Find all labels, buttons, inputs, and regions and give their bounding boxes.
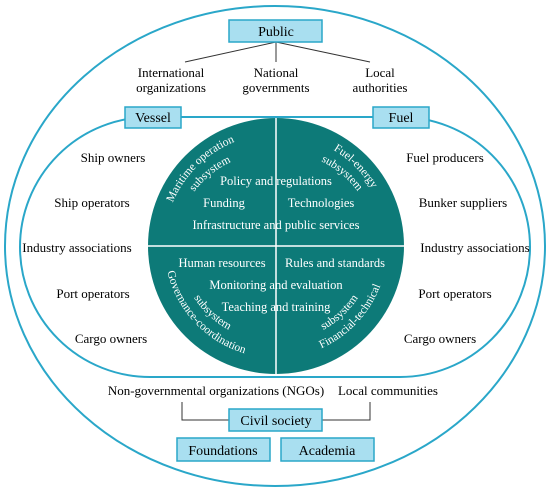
center-funding: Funding [203, 196, 245, 210]
civil-society-box[interactable] [228, 408, 323, 432]
vessel-item-industry-associations: Industry associations [22, 240, 131, 255]
vessel-group: Vessel Ship owners Ship operators Indust… [22, 106, 182, 346]
center-human-resources: Human resources [178, 256, 265, 270]
center-technologies: Technologies [288, 196, 355, 210]
fuel-item-bunker-suppliers: Bunker suppliers [419, 195, 507, 210]
vessel-item-ship-owners: Ship owners [81, 150, 146, 165]
public-connectors [184, 41, 371, 63]
fuel-title: Fuel [389, 111, 414, 126]
public-item-national-1: National [254, 65, 299, 80]
civil-item-local-communities: Local communities [338, 383, 438, 398]
public-item-local-2: authorities [353, 80, 408, 95]
center-monitoring-evaluation: Monitoring and evaluation [209, 278, 343, 292]
center-policy-regulations: Policy and regulations [220, 174, 332, 188]
fuel-item-industry-associations: Industry associations [420, 240, 529, 255]
public-item-international-1: International [138, 65, 205, 80]
vessel-item-port-operators: Port operators [56, 286, 129, 301]
civil-group: Non-governmental organizations (NGOs) Lo… [108, 383, 438, 462]
vessel-title: Vessel [135, 111, 171, 126]
fuel-item-port-operators: Port operators [418, 286, 491, 301]
public-item-national-2: governments [242, 80, 309, 95]
vessel-fuel-region [19, 116, 531, 378]
public-box[interactable] [228, 19, 323, 43]
center-circle-group: Maritime operation subsystem Fuel-energy… [148, 118, 404, 374]
fuel-group: Fuel Fuel producers Bunker suppliers Ind… [372, 106, 530, 346]
vessel-box[interactable] [124, 106, 182, 129]
academia-label: Academia [299, 444, 357, 459]
vessel-item-ship-operators: Ship operators [54, 195, 129, 210]
academia-box[interactable] [280, 437, 375, 462]
civil-society-title: Civil society [240, 414, 311, 429]
public-title: Public [258, 25, 294, 40]
civil-item-ngos: Non-governmental organizations (NGOs) [108, 383, 324, 398]
center-rules-standards: Rules and standards [285, 256, 385, 270]
center-teaching-training: Teaching and training [222, 300, 332, 314]
outer-ellipse [4, 5, 546, 487]
fuel-item-fuel-producers: Fuel producers [406, 150, 484, 165]
fuel-box[interactable] [372, 106, 430, 129]
civil-connectors [181, 402, 371, 421]
public-item-local-1: Local [365, 65, 395, 80]
foundations-label: Foundations [188, 444, 257, 459]
center-infrastructure: Infrastructure and public services [193, 218, 360, 232]
public-group: Public International organizations Natio… [136, 19, 408, 95]
fuel-item-cargo-owners: Cargo owners [404, 331, 476, 346]
vessel-item-cargo-owners: Cargo owners [75, 331, 147, 346]
foundations-box[interactable] [176, 437, 271, 462]
public-item-international-2: organizations [136, 80, 206, 95]
